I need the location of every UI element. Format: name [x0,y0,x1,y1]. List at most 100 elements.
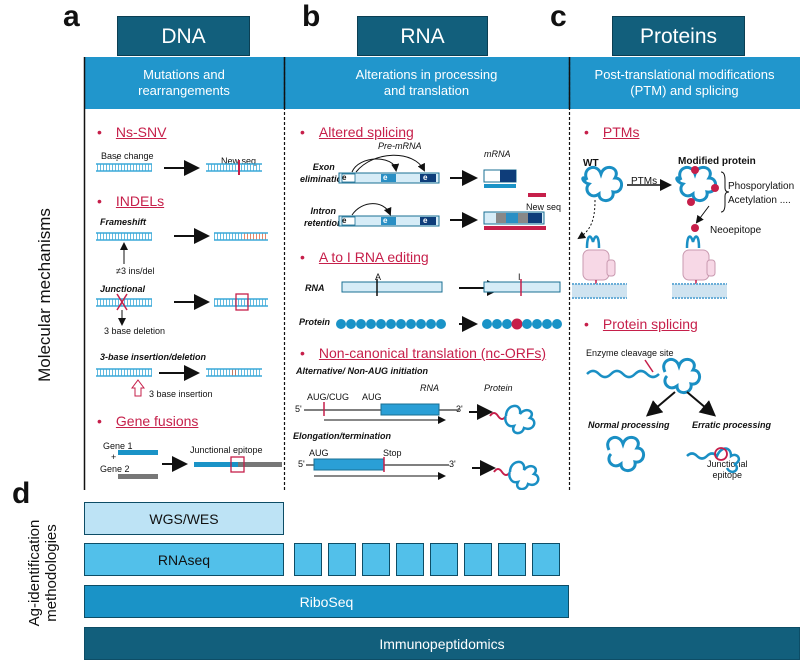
label-5prime-2: 5' [298,459,305,469]
panel-letter-b: b [302,0,321,33]
panel-letter-c: c [550,0,567,33]
label-rna-new-seq: New seq [526,202,562,212]
label-aug-2: AUG [309,448,329,458]
heading-indels: INDELs [97,193,164,209]
method-wgs-wes: WGS/WES [84,502,284,535]
label-exon-elim: Exon elimination [300,161,348,185]
exon-letter-1: e [342,173,347,182]
band-rna-line1: Alterations in processing [355,67,498,82]
label-aug-cug: AUG/CUG [307,392,350,402]
method-rnaseq: RNAseq [84,543,284,576]
label-acetylation: Acetylation .... [728,195,791,206]
exon-letter-6: e [423,216,428,225]
label-plus: + [111,452,117,462]
label-normal-processing: Normal processing [588,420,670,430]
label-3prime-2: 3' [449,459,456,469]
exon-elim-line1: Exon [312,162,335,172]
label-erratic-processing: Erratic processing [692,420,772,430]
rnaseq-block [362,543,390,576]
method-label-line2: methodologies [43,524,60,622]
label-5prime-1: 5' [295,404,302,414]
heading-ptms: PTMs [584,124,640,140]
heading-protein-splicing: Protein splicing [584,316,698,332]
label-rna-title: RNA [420,383,440,393]
label-rna: RNA [305,283,325,293]
protein-drawings [572,165,741,474]
label-frameshift: Frameshift [100,217,147,227]
prot-junct-line1: Junctional [707,459,748,469]
rnaseq-block [328,543,356,576]
exon-letter-3: e [423,173,428,182]
method-riboseq: RiboSeq [84,585,569,618]
heading-gene-fusions: Gene fusions [97,413,199,429]
label-mrna: mRNA [484,149,511,159]
method-label-line1: Ag-identification [26,519,43,627]
label-gene2: Gene 2 [100,464,130,474]
label-intron-ret: Intron retention [304,205,343,229]
label-protein-title: Protein [484,383,513,393]
dna-helix-original [96,163,152,172]
band-prot-line2: (PTM) and splicing [630,83,739,98]
label-pre-mrna: Pre-mRNA [378,141,422,151]
label-alt-init: Alternative/ Non-AUG initiation [296,366,429,376]
mhc-left [572,235,627,299]
label-base-change: Base change [101,151,154,161]
side-label-molecular: Molecular mechanisms [35,208,54,382]
method-wgs-wes-label: WGS/WES [149,510,219,527]
label-phosphorylation: Phosporylation [728,181,795,192]
band-prot-line1: Post-translational modifications [594,67,775,82]
label-protein: Protein [299,317,331,327]
panel-letter-d: d [12,477,31,510]
method-riboseq-label: RiboSeq [299,593,354,610]
band-rna-line2: and translation [383,83,470,98]
label-junctional-epitope: Junctional epitope [190,445,263,455]
rnaseq-extension-blocks [294,543,569,576]
exon-letter-2: e [383,173,388,182]
method-rnaseq-label: RNAseq [157,551,211,568]
intron-ret-line1: Intron [310,206,337,216]
label-junctional: Junctional [100,284,146,294]
rnaseq-block [294,543,322,576]
label-neoepitope: Neoepitope [710,225,762,236]
dna-drawings [96,156,282,479]
rnaseq-block [396,543,424,576]
exon-letter-4: e [342,216,347,225]
label-ins-del: ≠3 ins/del [116,266,155,276]
tab-proteins: Proteins [612,16,745,56]
heading-nc-orfs: Non-canonical translation (nc-ORFs) [300,345,546,361]
label-3-base-insdel: 3-base insertion/deletion [100,352,207,362]
panel-letter-a: a [63,0,80,33]
label-3prime-1: 3' [456,404,463,414]
mhc-right [672,224,727,299]
heading-altered-splicing: Altered splicing [300,124,414,140]
rnaseq-block [498,543,526,576]
label-aug: AUG [362,392,382,402]
label-ptms-arrow: PTMs [631,176,658,187]
label-elongation: Elongation/termination [293,431,391,441]
band-proteins: Post-translational modifications(PTM) an… [569,57,800,109]
exon-letter-5: e [383,216,388,225]
rnaseq-block [430,543,458,576]
tab-rna: RNA [357,16,488,56]
prot-junct-line2: epitope [712,470,743,480]
dna-helix-mutated [206,160,262,175]
protein-beads-edited [482,318,562,330]
rnaseq-block [532,543,560,576]
exon-elim-line2: elimination [300,174,348,184]
band-dna-line1: Mutations and [143,67,225,82]
label-i: I [518,272,521,282]
method-immunopeptidomics: Immunopeptidomics [84,627,800,660]
heading-rna-editing: A to I RNA editing [300,249,429,265]
label-wt: WT [583,158,599,169]
intron-ret-line2: retention [304,218,343,228]
protein-beads-original [336,319,446,329]
label-modified: Modified protein [678,156,756,167]
label-3-base-deletion: 3 base deletion [104,326,166,336]
heading-ns-snv: Ns-SNV [97,124,167,140]
rnaseq-block [464,543,492,576]
label-a: A [375,272,382,282]
